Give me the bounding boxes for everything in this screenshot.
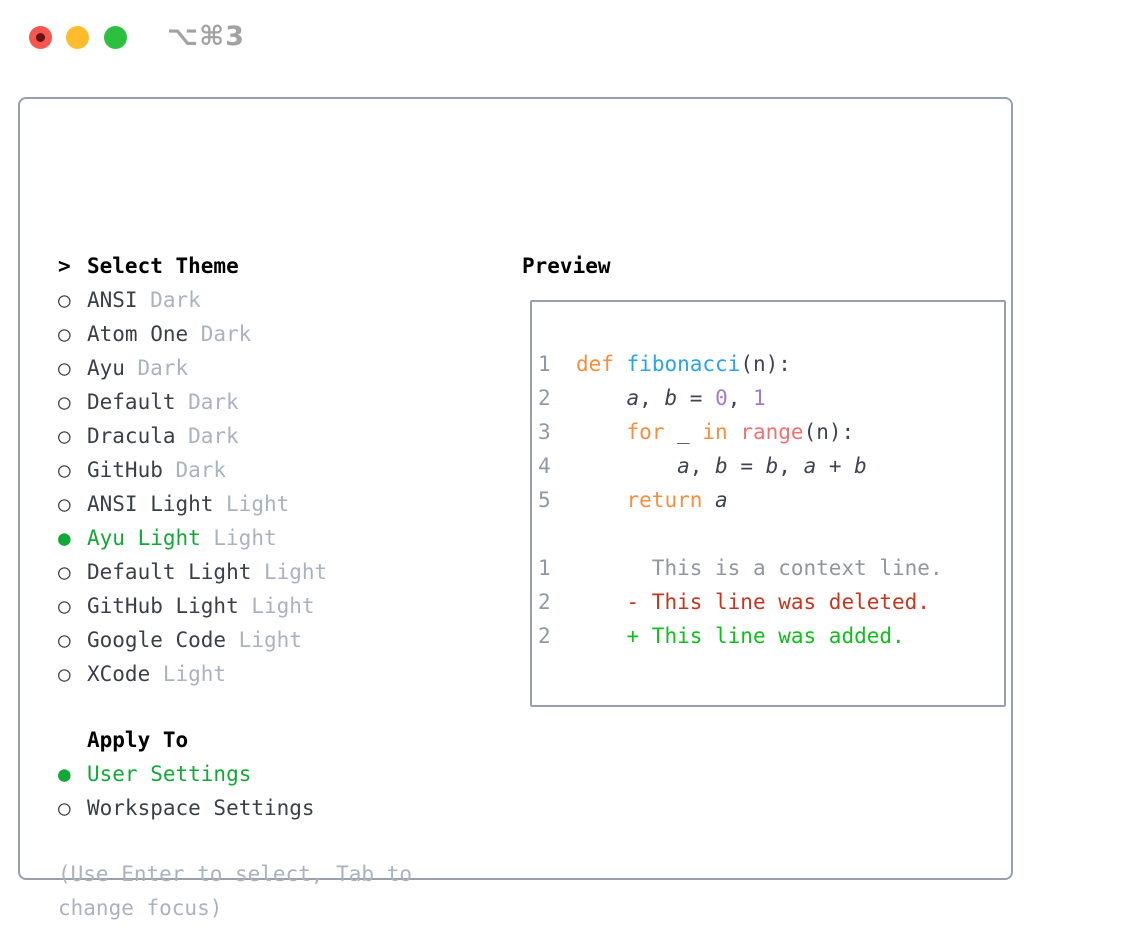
theme-option-atom-one[interactable]: ○ Atom One Dark <box>58 317 498 351</box>
select-theme-header: > Select Theme <box>58 249 498 283</box>
apply-to-spacer <box>58 723 87 757</box>
theme-option-default-light[interactable]: ○ Default Light Light <box>58 555 498 589</box>
option-label: ANSI Light <box>87 492 214 516</box>
theme-option-ansi-light[interactable]: ○ ANSI Light Light <box>58 487 498 521</box>
code-line: 2 a, b = 0, 1 <box>538 386 766 410</box>
theme-option-github-light[interactable]: ○ GitHub Light Light <box>58 589 498 623</box>
keyboard-hint: (Use Enter to select, Tab to change focu… <box>58 862 413 920</box>
radio-unselected-icon: ○ <box>58 424 71 448</box>
option-variant-tag: Dark <box>188 390 239 414</box>
close-button[interactable] <box>29 26 52 49</box>
option-label: Default <box>87 390 176 414</box>
radio-unselected-icon: ○ <box>58 458 71 482</box>
preview-box: 1 def fibonacci(n): 2 a, b = 0, 1 3 for _ … <box>530 300 1006 707</box>
radio-selected-icon: ● <box>58 526 71 550</box>
apply-option-workspace-settings[interactable]: ○ Workspace Settings <box>58 791 498 825</box>
code-line: 4 a, b = b, a + b <box>538 454 867 478</box>
option-label: ANSI <box>87 288 138 312</box>
option-label: Workspace Settings <box>87 796 315 820</box>
option-label: Ayu Light <box>87 526 201 550</box>
code-line: 2 - This line was deleted. <box>538 590 930 614</box>
code-line: 1 This is a context line. <box>538 556 943 580</box>
option-label: Atom One <box>87 322 189 346</box>
apply-to-list: ● User Settings ○ Workspace Settings <box>58 757 498 825</box>
theme-option-google-code[interactable]: ○ Google Code Light <box>58 623 498 657</box>
minimize-button[interactable] <box>66 26 89 49</box>
option-variant-tag: Dark <box>175 458 227 482</box>
option-label: Dracula <box>87 424 176 448</box>
theme-option-xcode[interactable]: ○ XCode Light <box>58 657 498 691</box>
radio-unselected-icon: ○ <box>58 560 71 584</box>
code-line: 3 for _ in range(n): <box>538 420 855 444</box>
option-variant-tag: Light <box>226 492 290 516</box>
window-shortcut-label: ⌥⌘3 <box>167 21 245 52</box>
option-variant-tag: Dark <box>150 288 201 312</box>
option-label: GitHub Light <box>87 594 239 618</box>
option-variant-tag: Dark <box>200 322 252 346</box>
option-label: Google Code <box>87 628 227 652</box>
radio-unselected-icon: ○ <box>58 356 71 380</box>
theme-option-github[interactable]: ○ GitHub Dark <box>58 453 498 487</box>
titlebar: ⌥⌘3 <box>0 0 1140 74</box>
apply-to-header: Apply To <box>58 723 498 757</box>
radio-unselected-icon: ○ <box>58 390 71 414</box>
preview-code: 1 def fibonacci(n): 2 a, b = 0, 1 3 for _ … <box>532 302 1004 653</box>
radio-unselected-icon: ○ <box>58 796 71 820</box>
radio-unselected-icon: ○ <box>58 492 71 516</box>
theme-option-default[interactable]: ○ Default Dark <box>58 385 498 419</box>
option-label: Ayu <box>87 356 125 380</box>
theme-option-ayu-light[interactable]: ● Ayu Light Light <box>58 521 498 555</box>
apply-to-title: Apply To <box>87 728 189 752</box>
code-line: 5 return a <box>538 488 728 512</box>
apply-option-user-settings[interactable]: ● User Settings <box>58 757 498 791</box>
code-line: 2 + This line was added. <box>538 624 905 648</box>
code-line <box>538 517 1004 551</box>
radio-unselected-icon: ○ <box>58 628 71 652</box>
select-theme-title: Select Theme <box>87 254 239 278</box>
option-variant-tag: Light <box>238 628 302 652</box>
theme-option-ansi[interactable]: ○ ANSI Dark <box>58 283 498 317</box>
option-variant-tag: Dark <box>188 424 239 448</box>
theme-option-ayu[interactable]: ○ Ayu Dark <box>58 351 498 385</box>
prompt-icon: > <box>58 254 71 278</box>
radio-unselected-icon: ○ <box>58 288 71 312</box>
preview-title: Preview <box>522 254 611 278</box>
option-variant-tag: Light <box>251 594 315 618</box>
theme-option-dracula[interactable]: ○ Dracula Dark <box>58 419 498 453</box>
option-label: GitHub <box>87 458 163 482</box>
option-label: User Settings <box>87 762 252 786</box>
radio-unselected-icon: ○ <box>58 662 71 686</box>
option-variant-tag: Dark <box>137 356 189 380</box>
option-label: Default Light <box>87 560 252 584</box>
unsaved-indicator-dot <box>36 33 45 42</box>
option-label: XCode <box>87 662 151 686</box>
radio-selected-icon: ● <box>58 762 71 786</box>
option-variant-tag: Light <box>263 560 328 584</box>
code-line: 1 def fibonacci(n): <box>538 352 791 376</box>
zoom-button[interactable] <box>104 26 127 49</box>
option-variant-tag: Light <box>213 526 277 550</box>
option-variant-tag: Light <box>162 662 227 686</box>
radio-unselected-icon: ○ <box>58 594 71 618</box>
radio-unselected-icon: ○ <box>58 322 71 346</box>
